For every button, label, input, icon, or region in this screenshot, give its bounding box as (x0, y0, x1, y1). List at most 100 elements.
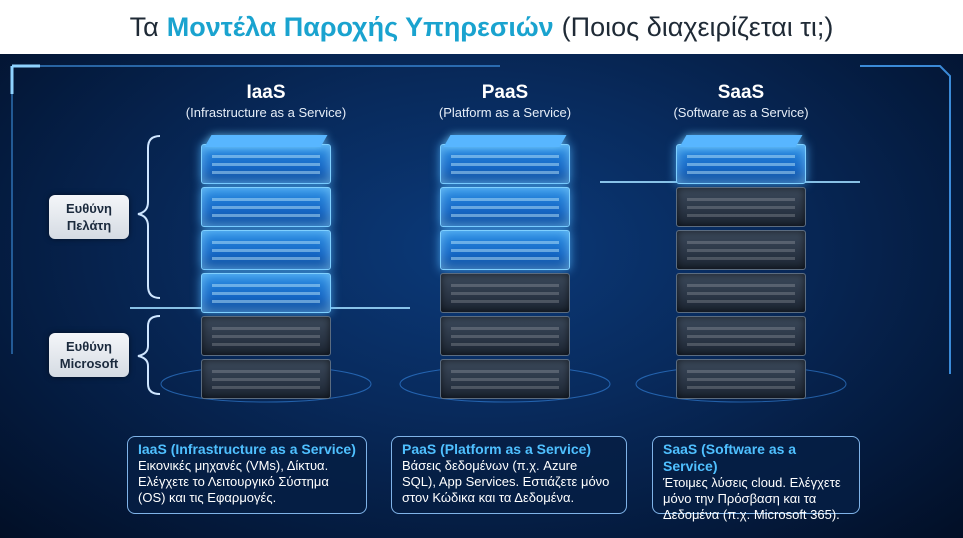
server-slot (451, 300, 559, 303)
server-slot (212, 257, 320, 260)
server-slot (687, 343, 795, 346)
iaas-stack (201, 135, 337, 399)
server-slot (212, 292, 320, 295)
paas-title: PaaS (481, 82, 529, 103)
saas-desc-line: μόνο την Πρόσβαση και τα (663, 491, 817, 506)
iaas-desc-title: IaaS (Infrastructure as a Service) (138, 441, 356, 457)
microsoft-managed-layer (440, 273, 570, 313)
paas-subtitle: (Platform as a Service) (438, 105, 572, 120)
customer-label-line2: Πελάτη (66, 218, 112, 233)
customer-managed-layer (440, 230, 570, 270)
iaas-title: IaaS (246, 82, 286, 103)
server-slot (687, 335, 795, 338)
customer-managed-layer (201, 187, 331, 227)
server-slot (212, 378, 320, 381)
server-slot (212, 155, 320, 158)
server-slot (687, 300, 795, 303)
stack-top-face (443, 135, 567, 147)
microsoft-managed-layer (201, 359, 331, 399)
server-slot (212, 206, 320, 209)
server-slot (687, 284, 795, 287)
customer-managed-layer (440, 135, 570, 184)
iaas-desc-line: Ελέγχετε το Λειτουργικό Σύστημα (138, 474, 329, 489)
iaas-desc-line: (OS) και τις Εφαρμογές. (138, 490, 277, 505)
server-slot (212, 171, 320, 174)
iaas-desc-line: Εικονικές μηχανές (VMs), Δίκτυα. (138, 458, 329, 473)
stack-top-face (679, 135, 803, 147)
server-slot (687, 214, 795, 217)
microsoft-managed-layer (676, 359, 806, 399)
customer-managed-layer (440, 187, 570, 227)
iaas-subtitle: (Infrastructure as a Service) (185, 105, 347, 120)
server-slot (687, 198, 795, 201)
server-slot (687, 257, 795, 260)
server-slot (687, 386, 795, 389)
microsoft-managed-layer (676, 273, 806, 313)
saas-description: SaaS (Software as a Service) Έτοιμες λύσ… (652, 436, 860, 522)
server-slot (212, 163, 320, 166)
microsoft-managed-layer (676, 316, 806, 356)
server-slot (451, 292, 559, 295)
saas-heading: SaaS (Software as a Service) (651, 82, 831, 120)
customer-managed-layer (201, 273, 331, 313)
title-accent: Μοντέλα Παροχής Υπηρεσιών (166, 11, 554, 42)
microsoft-managed-layer (440, 316, 570, 356)
title-prefix: Τα (129, 11, 159, 42)
saas-stack (676, 135, 812, 399)
server-slot (451, 198, 559, 201)
paas-desc-line: SQL), App Services. Εστιάζετε μόνο (402, 474, 610, 489)
server-slot (451, 163, 559, 166)
server-slot (687, 249, 795, 252)
paas-desc-line: Βάσεις δεδομένων (π.χ. Azure (402, 458, 578, 473)
microsoft-responsibility-label: Ευθύνη Microsoft (49, 333, 129, 377)
server-slot (212, 249, 320, 252)
diagram-stage: IaaS (Infrastructure as a Service) PaaS … (0, 54, 963, 538)
server-slot (687, 241, 795, 244)
customer-managed-layer (201, 230, 331, 270)
paas-stack (440, 135, 576, 399)
microsoft-label-line1: Ευθύνη (65, 339, 112, 354)
server-slot (687, 171, 795, 174)
microsoft-managed-layer (676, 187, 806, 227)
server-slot (212, 300, 320, 303)
microsoft-managed-layer (440, 359, 570, 399)
saas-desc-line: Έτοιμες λύσεις cloud. Ελέγχετε (663, 475, 841, 490)
microsoft-managed-layer (201, 316, 331, 356)
server-slot (687, 292, 795, 295)
server-slot (451, 249, 559, 252)
stack-top-face (204, 135, 328, 147)
paas-description: PaaS (Platform as a Service) Βάσεις δεδο… (391, 436, 627, 514)
title-suffix: (Ποιος διαχειρίζεται τι;) (561, 11, 834, 42)
server-slot (212, 386, 320, 389)
server-slot (212, 198, 320, 201)
server-slot (212, 335, 320, 338)
server-slot (451, 284, 559, 287)
server-slot (212, 284, 320, 287)
server-slot (687, 327, 795, 330)
paas-desc-title: PaaS (Platform as a Service) (402, 441, 592, 457)
server-slot (451, 241, 559, 244)
server-slot (212, 214, 320, 217)
server-slot (451, 327, 559, 330)
server-slot (687, 378, 795, 381)
server-slot (451, 206, 559, 209)
customer-managed-layer (676, 135, 806, 184)
saas-desc-line: Δεδομένα (π.χ. Microsoft 365). (663, 507, 840, 522)
saas-desc-title: SaaS (Software as a Service) (663, 441, 797, 474)
customer-responsibility-label: Ευθύνη Πελάτη (49, 195, 129, 239)
server-slot (451, 155, 559, 158)
page-title: Τα Μοντέλα Παροχής Υπηρεσιών (Ποιος διαχ… (0, 0, 963, 54)
server-slot (451, 378, 559, 381)
server-slot (687, 155, 795, 158)
microsoft-label-line2: Microsoft (59, 356, 119, 371)
iaas-heading: IaaS (Infrastructure as a Service) (176, 82, 356, 120)
server-slot (212, 241, 320, 244)
server-slot (687, 206, 795, 209)
microsoft-managed-layer (676, 230, 806, 270)
server-slot (451, 335, 559, 338)
server-slot (451, 370, 559, 373)
server-slot (451, 171, 559, 174)
customer-managed-layer (201, 135, 331, 184)
server-slot (687, 370, 795, 373)
server-slot (451, 386, 559, 389)
